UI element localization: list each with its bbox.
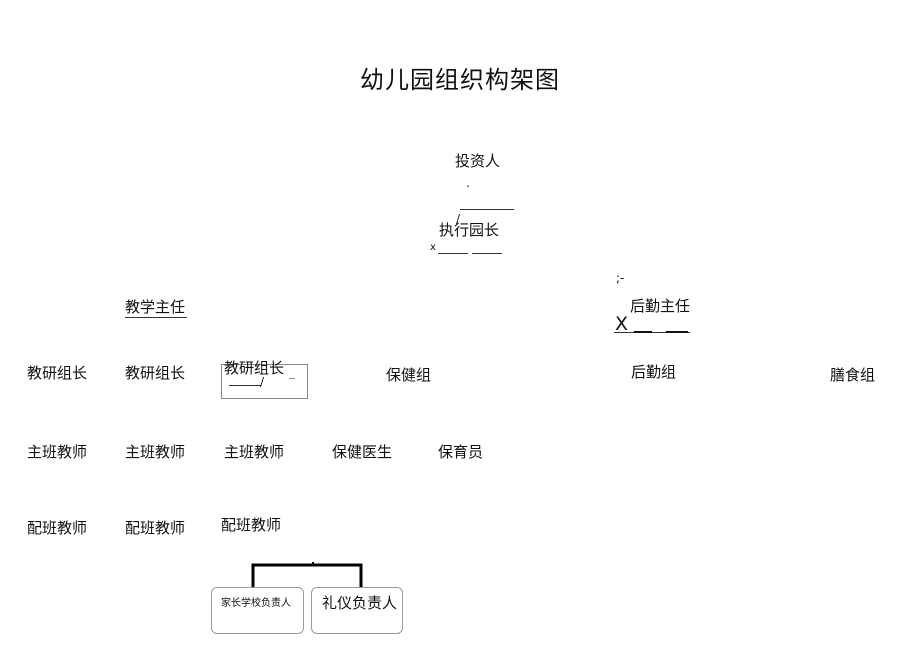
slash-mark: / bbox=[260, 375, 265, 389]
dot-mark: . bbox=[466, 176, 470, 190]
node-research-lead: 教研组长 bbox=[224, 359, 285, 377]
semicolon-mark: ;- bbox=[616, 271, 625, 285]
node-assistant-teacher: 配班教师 bbox=[125, 519, 186, 537]
research-lead-frame bbox=[221, 364, 308, 399]
node-catering-group: 膳食组 bbox=[830, 366, 876, 384]
connector-line bbox=[614, 332, 690, 333]
node-teaching-director: 教学主任 bbox=[125, 298, 186, 316]
node-logistics-group: 后勤组 bbox=[631, 363, 677, 381]
node-head-teacher: 主班教师 bbox=[224, 443, 285, 461]
x-mark: x bbox=[430, 242, 436, 253]
node-head-teacher: 主班教师 bbox=[27, 443, 88, 461]
etiquette-box bbox=[311, 587, 403, 634]
connector-line bbox=[460, 209, 514, 210]
node-assistant-teacher: 配班教师 bbox=[221, 516, 282, 534]
page-title: 幼儿园组织构架图 bbox=[360, 66, 560, 94]
node-head-teacher: 主班教师 bbox=[125, 443, 186, 461]
node-parent-school-lead: 家长学校负责人 bbox=[221, 598, 291, 609]
connector-line bbox=[125, 317, 187, 318]
parent-school-box bbox=[211, 587, 304, 634]
node-executive-director: 执行园长 bbox=[439, 221, 500, 239]
connector-line bbox=[438, 253, 468, 254]
x-mark: X bbox=[615, 313, 629, 335]
node-research-lead: 教研组长 bbox=[27, 364, 88, 382]
connector-line bbox=[229, 385, 261, 386]
node-health-doctor: 保健医生 bbox=[332, 443, 393, 461]
connector-line bbox=[666, 331, 688, 333]
dash-mark: _ bbox=[289, 365, 295, 379]
node-research-lead: 教研组长 bbox=[125, 364, 186, 382]
slash-mark: / bbox=[456, 212, 461, 226]
node-nurse: 保育员 bbox=[438, 443, 484, 461]
node-health-group: 保健组 bbox=[386, 366, 432, 384]
connector-line bbox=[472, 253, 502, 254]
node-investor: 投资人 bbox=[455, 152, 501, 170]
node-assistant-teacher: 配班教师 bbox=[27, 519, 88, 537]
node-etiquette-lead: 礼仪负责人 bbox=[322, 594, 398, 612]
node-logistics-director: 后勤主任 bbox=[630, 297, 691, 315]
connector-line bbox=[634, 331, 652, 333]
